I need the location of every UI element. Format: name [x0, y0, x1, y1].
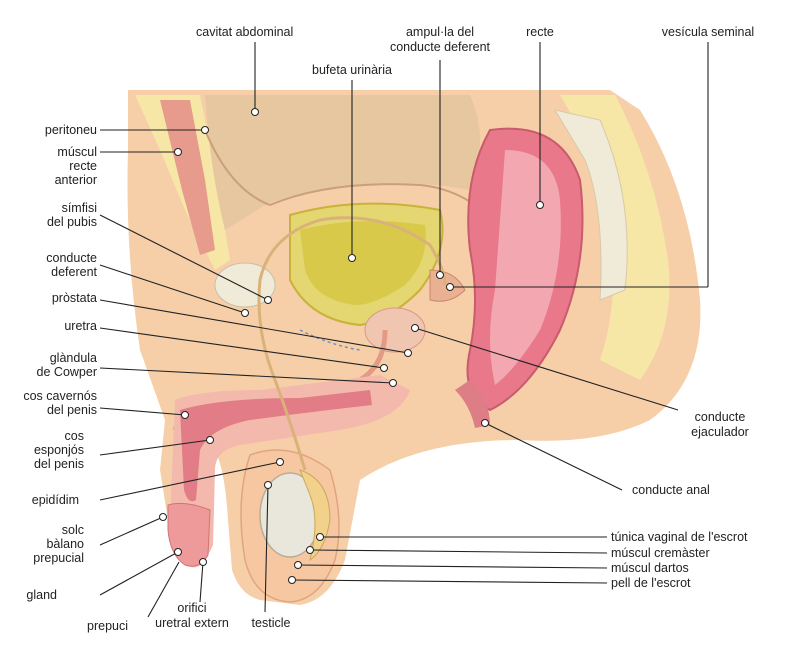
prostate: [364, 307, 426, 353]
label-orifici-line2: uretral extern: [155, 616, 229, 630]
label-gland: gland: [26, 588, 57, 602]
label-orifici-line1: orifici: [177, 601, 206, 615]
vas-deferens: [257, 216, 447, 471]
label-epididim: epidídim: [32, 493, 79, 507]
label-pell-escrot: pell de l'escrot: [611, 576, 691, 590]
label-simfisi-line1: símfisi: [62, 201, 97, 215]
label-esponjos-line2: esponjós: [34, 443, 84, 457]
anal-canal: [455, 380, 490, 428]
label-conducte-ejaculador-line1: conducte: [695, 410, 746, 424]
label-muscul-recte-line2: recte: [69, 159, 97, 173]
rectus-muscle: [160, 100, 215, 255]
label-prostata: pròstata: [52, 291, 97, 305]
label-solc-line3: prepucial: [33, 551, 84, 565]
label-muscul-recte-line1: múscul: [57, 145, 97, 159]
label-bufeta-urinaria: bufeta urinària: [312, 63, 392, 77]
abdominal-cavity-shape: [205, 95, 480, 230]
label-muscul-recte-line3: anterior: [55, 173, 97, 187]
leader-dots: [159, 108, 544, 584]
label-cowper-line1: glàndula: [50, 351, 97, 365]
sacrum: [553, 109, 628, 301]
perineal-membrane: [299, 329, 361, 351]
corpus-cavernosum: [180, 390, 372, 502]
label-esponjos-line1: cos: [65, 429, 84, 443]
labels: cavitat abdominal ampul·la del conducte …: [23, 25, 754, 633]
rectum-inner: [490, 150, 561, 385]
label-cavitat-abdominal: cavitat abdominal: [196, 25, 293, 39]
label-muscul-dartos: múscul dartos: [611, 561, 689, 575]
label-conducte-anal: conducte anal: [632, 483, 710, 497]
bladder-interior: [300, 221, 426, 305]
anatomy-illustration: [127, 90, 701, 605]
label-prepuci: prepuci: [87, 619, 128, 633]
label-conducte-deferent-line1: conducte: [46, 251, 97, 265]
label-recte: recte: [526, 25, 554, 39]
glans: [167, 502, 211, 567]
label-esponjos-line3: del penis: [34, 457, 84, 471]
label-cowper-line2: de Cowper: [37, 365, 97, 379]
label-muscul-cremaster: múscul cremàster: [611, 546, 710, 560]
label-solc-line1: solc: [62, 523, 84, 537]
peritoneum-line: [204, 129, 501, 231]
label-solc-line2: bàlano: [46, 537, 84, 551]
label-cavernos-line2: del penis: [47, 403, 97, 417]
label-cavernos-line1: cos cavernós: [23, 389, 97, 403]
label-conducte-deferent-line2: deferent: [51, 265, 97, 279]
label-simfisi-line2: del pubis: [47, 215, 97, 229]
label-ampulla-line1: ampul·la del: [406, 25, 474, 39]
label-vesicula-seminal: vesícula seminal: [662, 25, 754, 39]
label-conducte-ejaculador-line2: ejaculador: [691, 425, 749, 439]
label-peritoneu: peritoneu: [45, 123, 97, 137]
label-ampulla-line2: conducte deferent: [390, 40, 491, 54]
leader-lines: [99, 42, 709, 618]
label-testicle: testicle: [252, 616, 291, 630]
label-uretra: uretra: [64, 319, 97, 333]
label-tunica-vaginal: túnica vaginal de l'escrot: [611, 530, 748, 544]
